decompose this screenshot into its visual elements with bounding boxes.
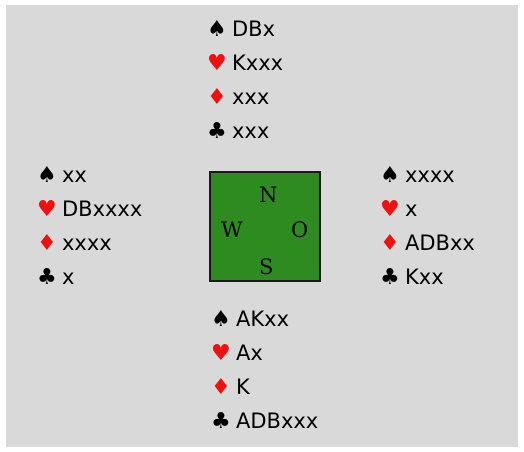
diamond-icon: ♦ [207, 85, 227, 110]
spade-icon: ♠ [37, 163, 57, 188]
club-icon: ♣ [207, 119, 227, 144]
heart-icon: ♥ [207, 51, 227, 76]
diamond-icon: ♦ [37, 231, 57, 256]
club-icon: ♣ [380, 265, 400, 290]
south-diamonds-cards: K [236, 375, 250, 399]
south-hearts-cards: Ax [236, 341, 263, 365]
east-spades-cards: xxxx [405, 163, 455, 187]
diamond-icon: ♦ [211, 375, 231, 400]
west-clubs-cards: x [62, 265, 75, 289]
compass-north-label: N [259, 183, 278, 207]
north-clubs-row: ♣xxx [207, 114, 269, 148]
west-hearts-row: ♥DBxxxx [37, 192, 142, 226]
east-hearts-row: ♥x [380, 192, 417, 226]
west-diamonds-cards: xxxx [62, 231, 112, 255]
west-diamonds-row: ♦xxxx [37, 226, 112, 260]
south-clubs-cards: ADBxxx [236, 409, 319, 433]
heart-icon: ♥ [211, 341, 231, 366]
north-diamonds-row: ♦xxx [207, 80, 269, 114]
north-spades-row: ♠DBx [207, 12, 275, 46]
east-diamonds-cards: ADBxx [405, 231, 475, 255]
north-clubs-cards: xxx [232, 119, 270, 143]
east-diamonds-row: ♦ADBxx [380, 226, 475, 260]
east-spades-row: ♠xxxx [380, 158, 455, 192]
south-diamonds-row: ♦K [211, 370, 250, 404]
spade-icon: ♠ [211, 307, 231, 332]
east-hearts-cards: x [405, 197, 418, 221]
north-spades-cards: DBx [232, 17, 276, 41]
diamond-icon: ♦ [380, 231, 400, 256]
club-icon: ♣ [211, 409, 231, 434]
spade-icon: ♠ [380, 163, 400, 188]
west-hearts-cards: DBxxxx [62, 197, 143, 221]
west-clubs-row: ♣x [37, 260, 74, 294]
compass-west-label: W [221, 218, 243, 242]
south-hearts-row: ♥Ax [211, 336, 263, 370]
heart-icon: ♥ [37, 197, 57, 222]
north-hearts-cards: Kxxx [232, 51, 284, 75]
south-clubs-row: ♣ADBxxx [211, 404, 318, 438]
compass-east-label: O [291, 218, 309, 242]
east-clubs-row: ♣Kxx [380, 260, 444, 294]
club-icon: ♣ [37, 265, 57, 290]
compass-south-label: S [259, 255, 274, 279]
west-spades-cards: xx [62, 163, 87, 187]
south-spades-cards: AKxx [236, 307, 289, 331]
south-spades-row: ♠AKxx [211, 302, 289, 336]
north-diamonds-cards: xxx [232, 85, 270, 109]
east-clubs-cards: Kxx [405, 265, 444, 289]
north-hearts-row: ♥Kxxx [207, 46, 283, 80]
compass-table: N W O S [209, 171, 321, 282]
west-spades-row: ♠xx [37, 158, 87, 192]
heart-icon: ♥ [380, 197, 400, 222]
spade-icon: ♠ [207, 17, 227, 42]
